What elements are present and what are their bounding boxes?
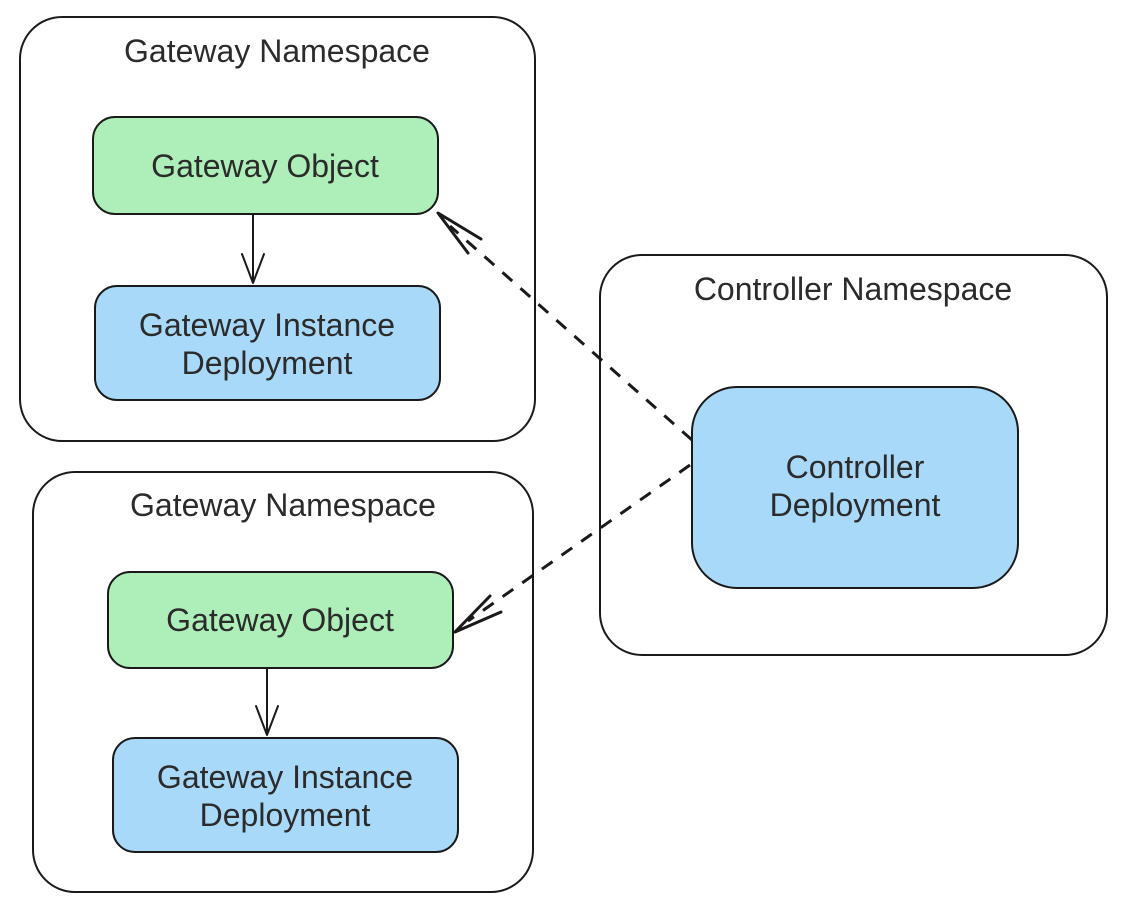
gateway-namespace-2-title: Gateway Namespace xyxy=(130,487,436,523)
arrowhead-up-left-icon xyxy=(436,211,483,255)
gateway-instance-deployment-2 xyxy=(112,737,459,853)
gateway-object-1 xyxy=(92,116,439,215)
arrowhead-down-icon xyxy=(241,253,265,284)
gateway-namespace-1: Gateway Namespace Gateway Object Gateway… xyxy=(19,16,536,442)
controller-deployment-label-line1: Controller xyxy=(786,449,925,485)
arrowhead-down-left-icon xyxy=(453,594,503,634)
edge-controller-to-gateway-object-1 xyxy=(436,211,693,442)
gateway-object-2 xyxy=(107,571,454,669)
gateway-instance-deployment-1 xyxy=(94,285,441,401)
gateway-instance-deployment-1-label-line1: Gateway Instance xyxy=(139,307,395,343)
gateway-object-1-label: Gateway Object xyxy=(151,148,379,184)
controller-deployment xyxy=(691,386,1019,589)
gateway-object-2-label: Gateway Object xyxy=(166,602,394,638)
gateway-instance-deployment-2-label-line2: Deployment xyxy=(200,797,371,833)
gateway-instance-deployment-1-label-line2: Deployment xyxy=(182,345,353,381)
controller-namespace-title: Controller Namespace xyxy=(694,271,1012,307)
gateway-namespace-2: Gateway Namespace Gateway Object Gateway… xyxy=(32,471,534,893)
edge-gateway-object-1-to-deployment-1 xyxy=(241,215,265,284)
dashed-edge-shaft xyxy=(449,224,693,442)
gateway-instance-deployment-2-label-line1: Gateway Instance xyxy=(157,759,413,795)
controller-namespace: Controller Namespace Controller Deployme… xyxy=(599,254,1108,656)
dashed-edge-shaft xyxy=(467,463,691,623)
arrowhead-down-icon xyxy=(255,705,279,736)
gateway-namespace-1-title: Gateway Namespace xyxy=(124,33,430,69)
edge-gateway-object-2-to-deployment-2 xyxy=(255,669,279,736)
edge-controller-to-gateway-object-2 xyxy=(453,463,691,634)
controller-deployment-label-line2: Deployment xyxy=(770,487,941,523)
